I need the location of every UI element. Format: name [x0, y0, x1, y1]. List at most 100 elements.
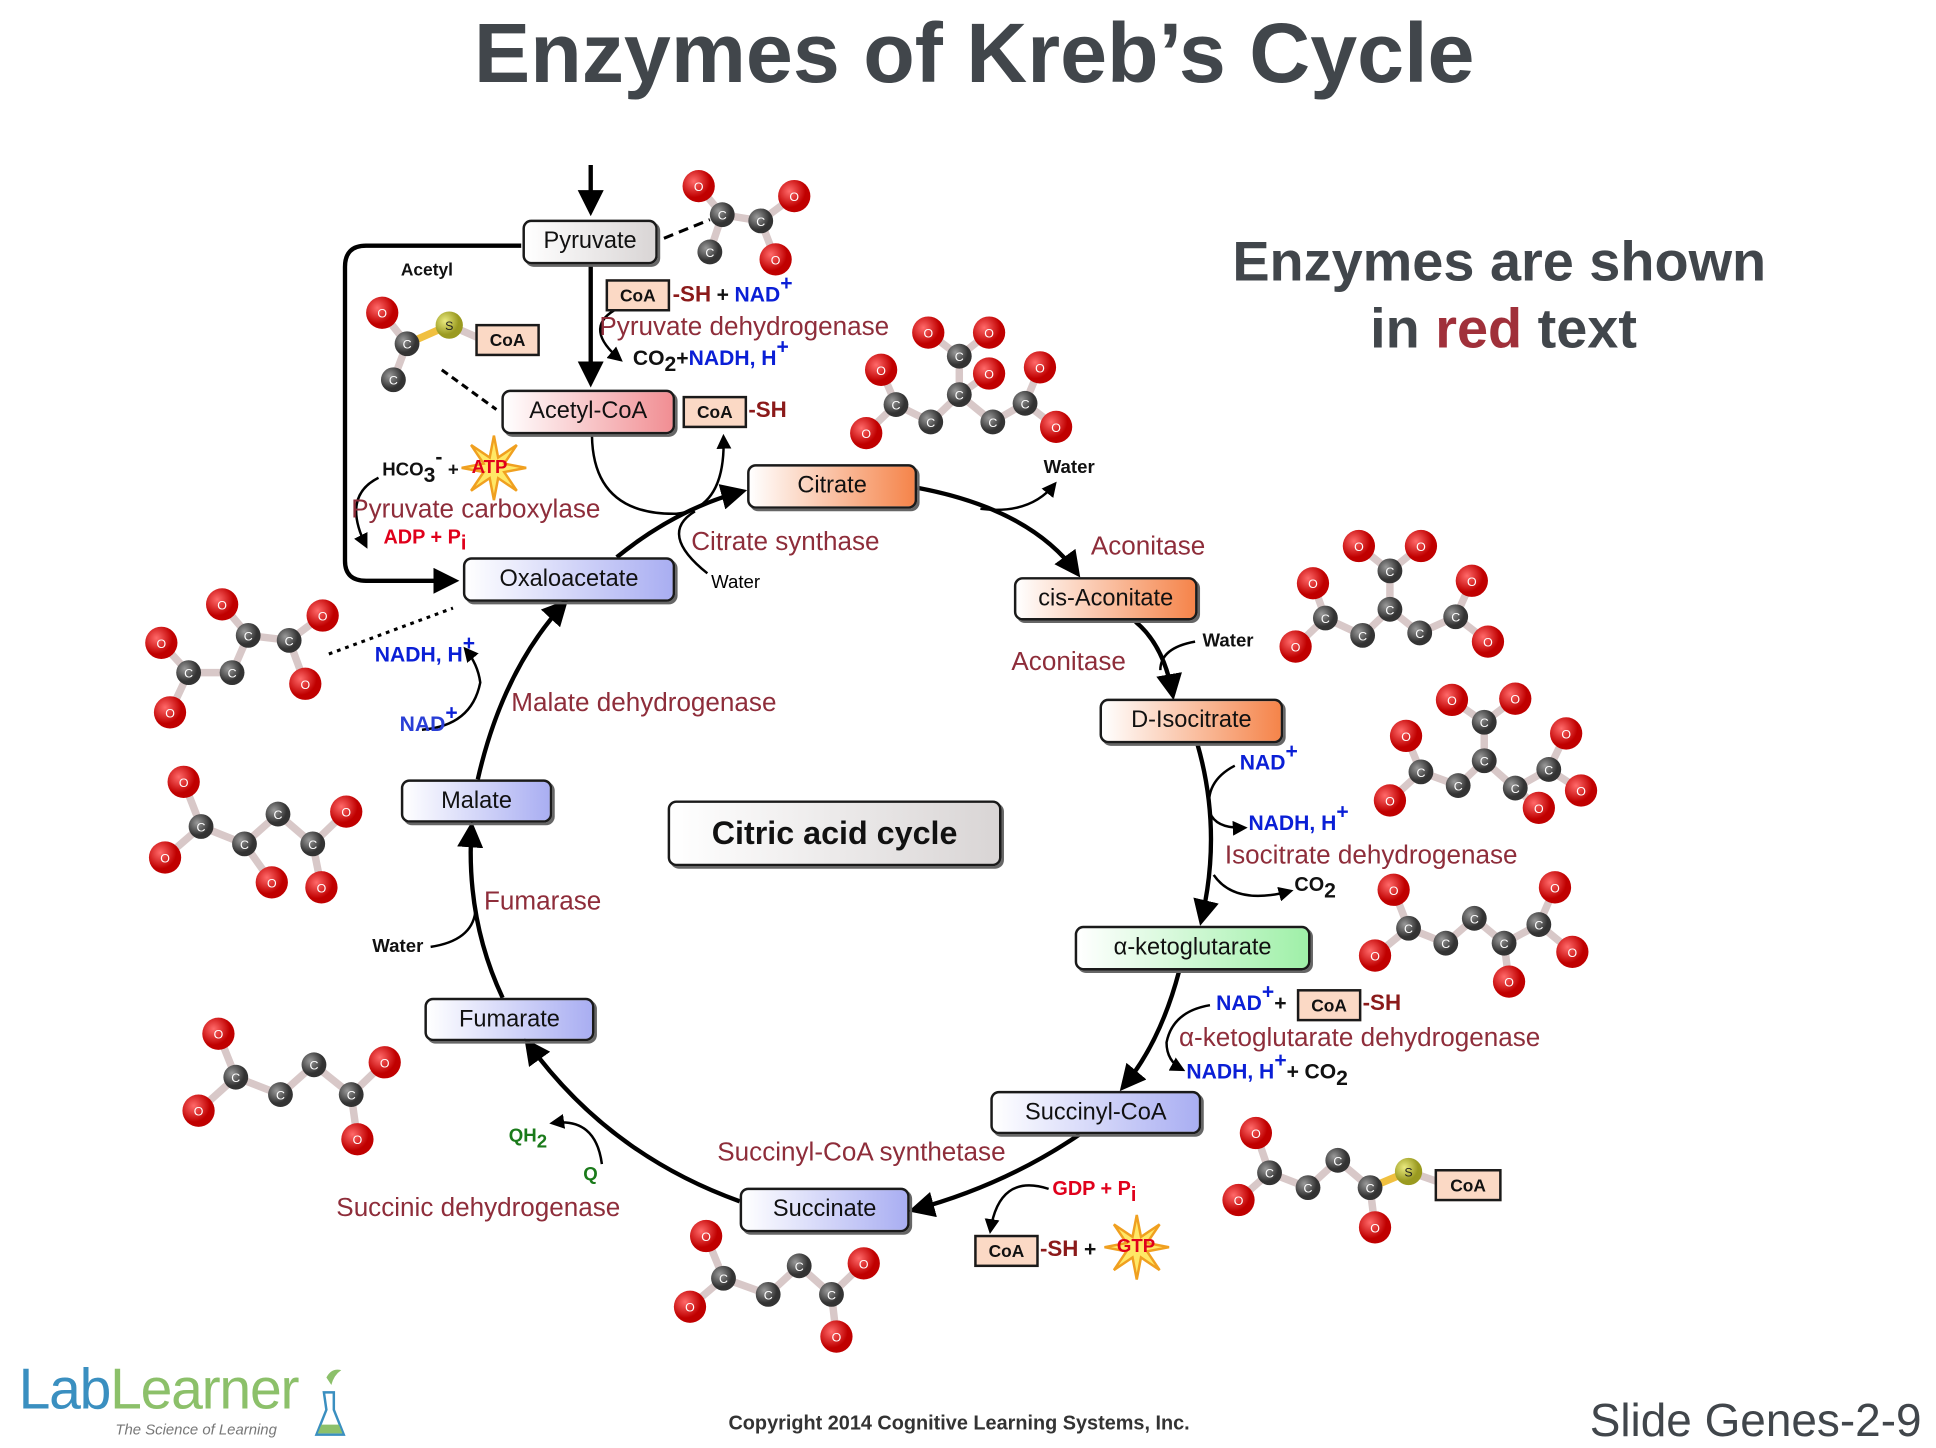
- atom-label: C: [1385, 603, 1394, 617]
- arrow-succinylcoa-succinate: [908, 1132, 1081, 1218]
- atom-label: O: [1416, 540, 1426, 554]
- slide-id: Slide Genes-2-9: [1589, 1394, 1922, 1446]
- atom-label: C: [389, 374, 398, 388]
- enzyme-malate-dehydrogenase: Malate dehydrogenase: [511, 688, 777, 718]
- oxygen-atom: [673, 1290, 707, 1323]
- atom-label: O: [377, 307, 387, 321]
- oxygen-atom: [1389, 719, 1423, 753]
- carbon-atom: [176, 660, 202, 686]
- atom-label: O: [1370, 1221, 1380, 1235]
- logo-tagline: The Science of Learning: [115, 1420, 277, 1439]
- carbon-atom: [188, 814, 214, 839]
- carbon-atom: [980, 409, 1006, 435]
- oxygen-atom: [206, 588, 239, 621]
- arrow-pyruvate-oxaloacetate: [342, 243, 522, 594]
- atom-label: C: [285, 634, 294, 648]
- carbon-atom: [1312, 605, 1338, 631]
- oxygen-atom: [368, 1046, 401, 1079]
- carbon-atom: [301, 1052, 327, 1078]
- atom-label: C: [1480, 755, 1489, 769]
- carbon-atom: [1502, 775, 1528, 801]
- carbon-atom: [232, 831, 257, 857]
- oxygen-atom: [1455, 564, 1488, 597]
- atom-label: C: [1321, 612, 1330, 626]
- nad-input: NAD+: [399, 700, 458, 736]
- carbon-atom: [946, 343, 972, 369]
- nadh-output: NADH, H+: [374, 631, 476, 667]
- atom-label: O: [353, 1133, 363, 1147]
- atom-label: O: [1035, 361, 1045, 375]
- atom-label: S: [445, 319, 453, 333]
- atom-label: O: [214, 1028, 224, 1042]
- metabolite-pyruvate: Pyruvate: [522, 219, 658, 265]
- atom-label: C: [1333, 1154, 1342, 1168]
- atom-label: O: [984, 368, 994, 382]
- carbon-atom: [1471, 748, 1497, 774]
- carbon-atom: [300, 831, 326, 857]
- atom-label: C: [892, 399, 901, 413]
- oxygen-atom: [682, 170, 715, 203]
- arrow-citrate-cisaconitate: [916, 485, 1081, 578]
- oxygen-atom: [1550, 717, 1583, 750]
- metabolite-succinyl-coa: Succinyl-CoA: [990, 1090, 1202, 1135]
- atom-label: O: [179, 776, 189, 790]
- oxygen-atom: [1279, 630, 1312, 663]
- atom-label: C: [1454, 780, 1463, 794]
- oxygen-atom: [202, 1017, 235, 1050]
- carbon-atom: [1536, 757, 1562, 782]
- atom-label: C: [988, 416, 997, 430]
- oxygen-atom: [1377, 873, 1410, 906]
- coa-box: CoA: [475, 323, 540, 357]
- carbon-atom: [268, 1082, 293, 1107]
- water-label: Water: [1043, 456, 1095, 478]
- center-label: Citric acid cycle: [667, 800, 1002, 867]
- atom-label: C: [1416, 766, 1425, 780]
- atom-label: O: [160, 851, 170, 865]
- oxygen-atom: [182, 1094, 215, 1127]
- atom-label: C: [1451, 611, 1460, 625]
- oxygen-atom: [820, 1320, 853, 1353]
- atom-label: O: [317, 881, 327, 895]
- water-label: Water: [1202, 630, 1254, 652]
- atom-label: O: [165, 706, 175, 720]
- atom-label: C: [1470, 912, 1479, 926]
- legend-text: text: [1522, 296, 1637, 360]
- carbon-atom: [223, 1064, 249, 1090]
- atom-label: O: [1291, 641, 1301, 655]
- atom-label: C: [273, 808, 282, 822]
- water-label: Water: [711, 572, 761, 594]
- copyright: Copyright 2014 Cognitive Learning System…: [728, 1413, 1190, 1435]
- carbon-atom: [748, 208, 774, 234]
- carbon-atom: [1461, 905, 1487, 931]
- legend-line-2: in red text: [1370, 298, 1637, 359]
- starburst-icon: [1104, 1214, 1170, 1280]
- atom-label: O: [1401, 730, 1411, 744]
- enzyme-isocitrate-dehydrogenase: Isocitrate dehydrogenase: [1224, 841, 1518, 870]
- atom-label: S: [1404, 1165, 1412, 1179]
- metabolite-acetyl-coa: Acetyl-CoA: [501, 389, 676, 435]
- arrow-succinate-fumarate: [524, 1038, 741, 1204]
- atom-label: C: [228, 667, 237, 681]
- atom-label: C: [197, 820, 206, 834]
- carbon-atom: [1357, 1175, 1383, 1201]
- metabolite-citrate: Citrate: [747, 464, 918, 509]
- enzyme-succinic-dehydrogenase: Succinic dehydrogenase: [336, 1193, 621, 1223]
- atom-label: C: [1500, 937, 1509, 951]
- qh2-output: QH2: [508, 1125, 548, 1153]
- carbon-atom: [711, 1265, 736, 1291]
- hco3-atp-input: HCO3- +: [382, 445, 459, 488]
- oxygen-atom: [145, 626, 178, 659]
- carbon-atom: [697, 239, 723, 265]
- co2-output: CO2: [1294, 874, 1336, 903]
- adp-pi-output: ADP + Pi: [383, 527, 467, 555]
- oxygen-atom: [972, 357, 1006, 390]
- atom-label: C: [309, 1059, 318, 1073]
- oxygen-atom: [148, 841, 182, 874]
- coa-sh-gtp-output: -SH +: [1039, 1236, 1097, 1261]
- oxygen-atom: [689, 1219, 723, 1253]
- oxygen-atom: [167, 765, 200, 798]
